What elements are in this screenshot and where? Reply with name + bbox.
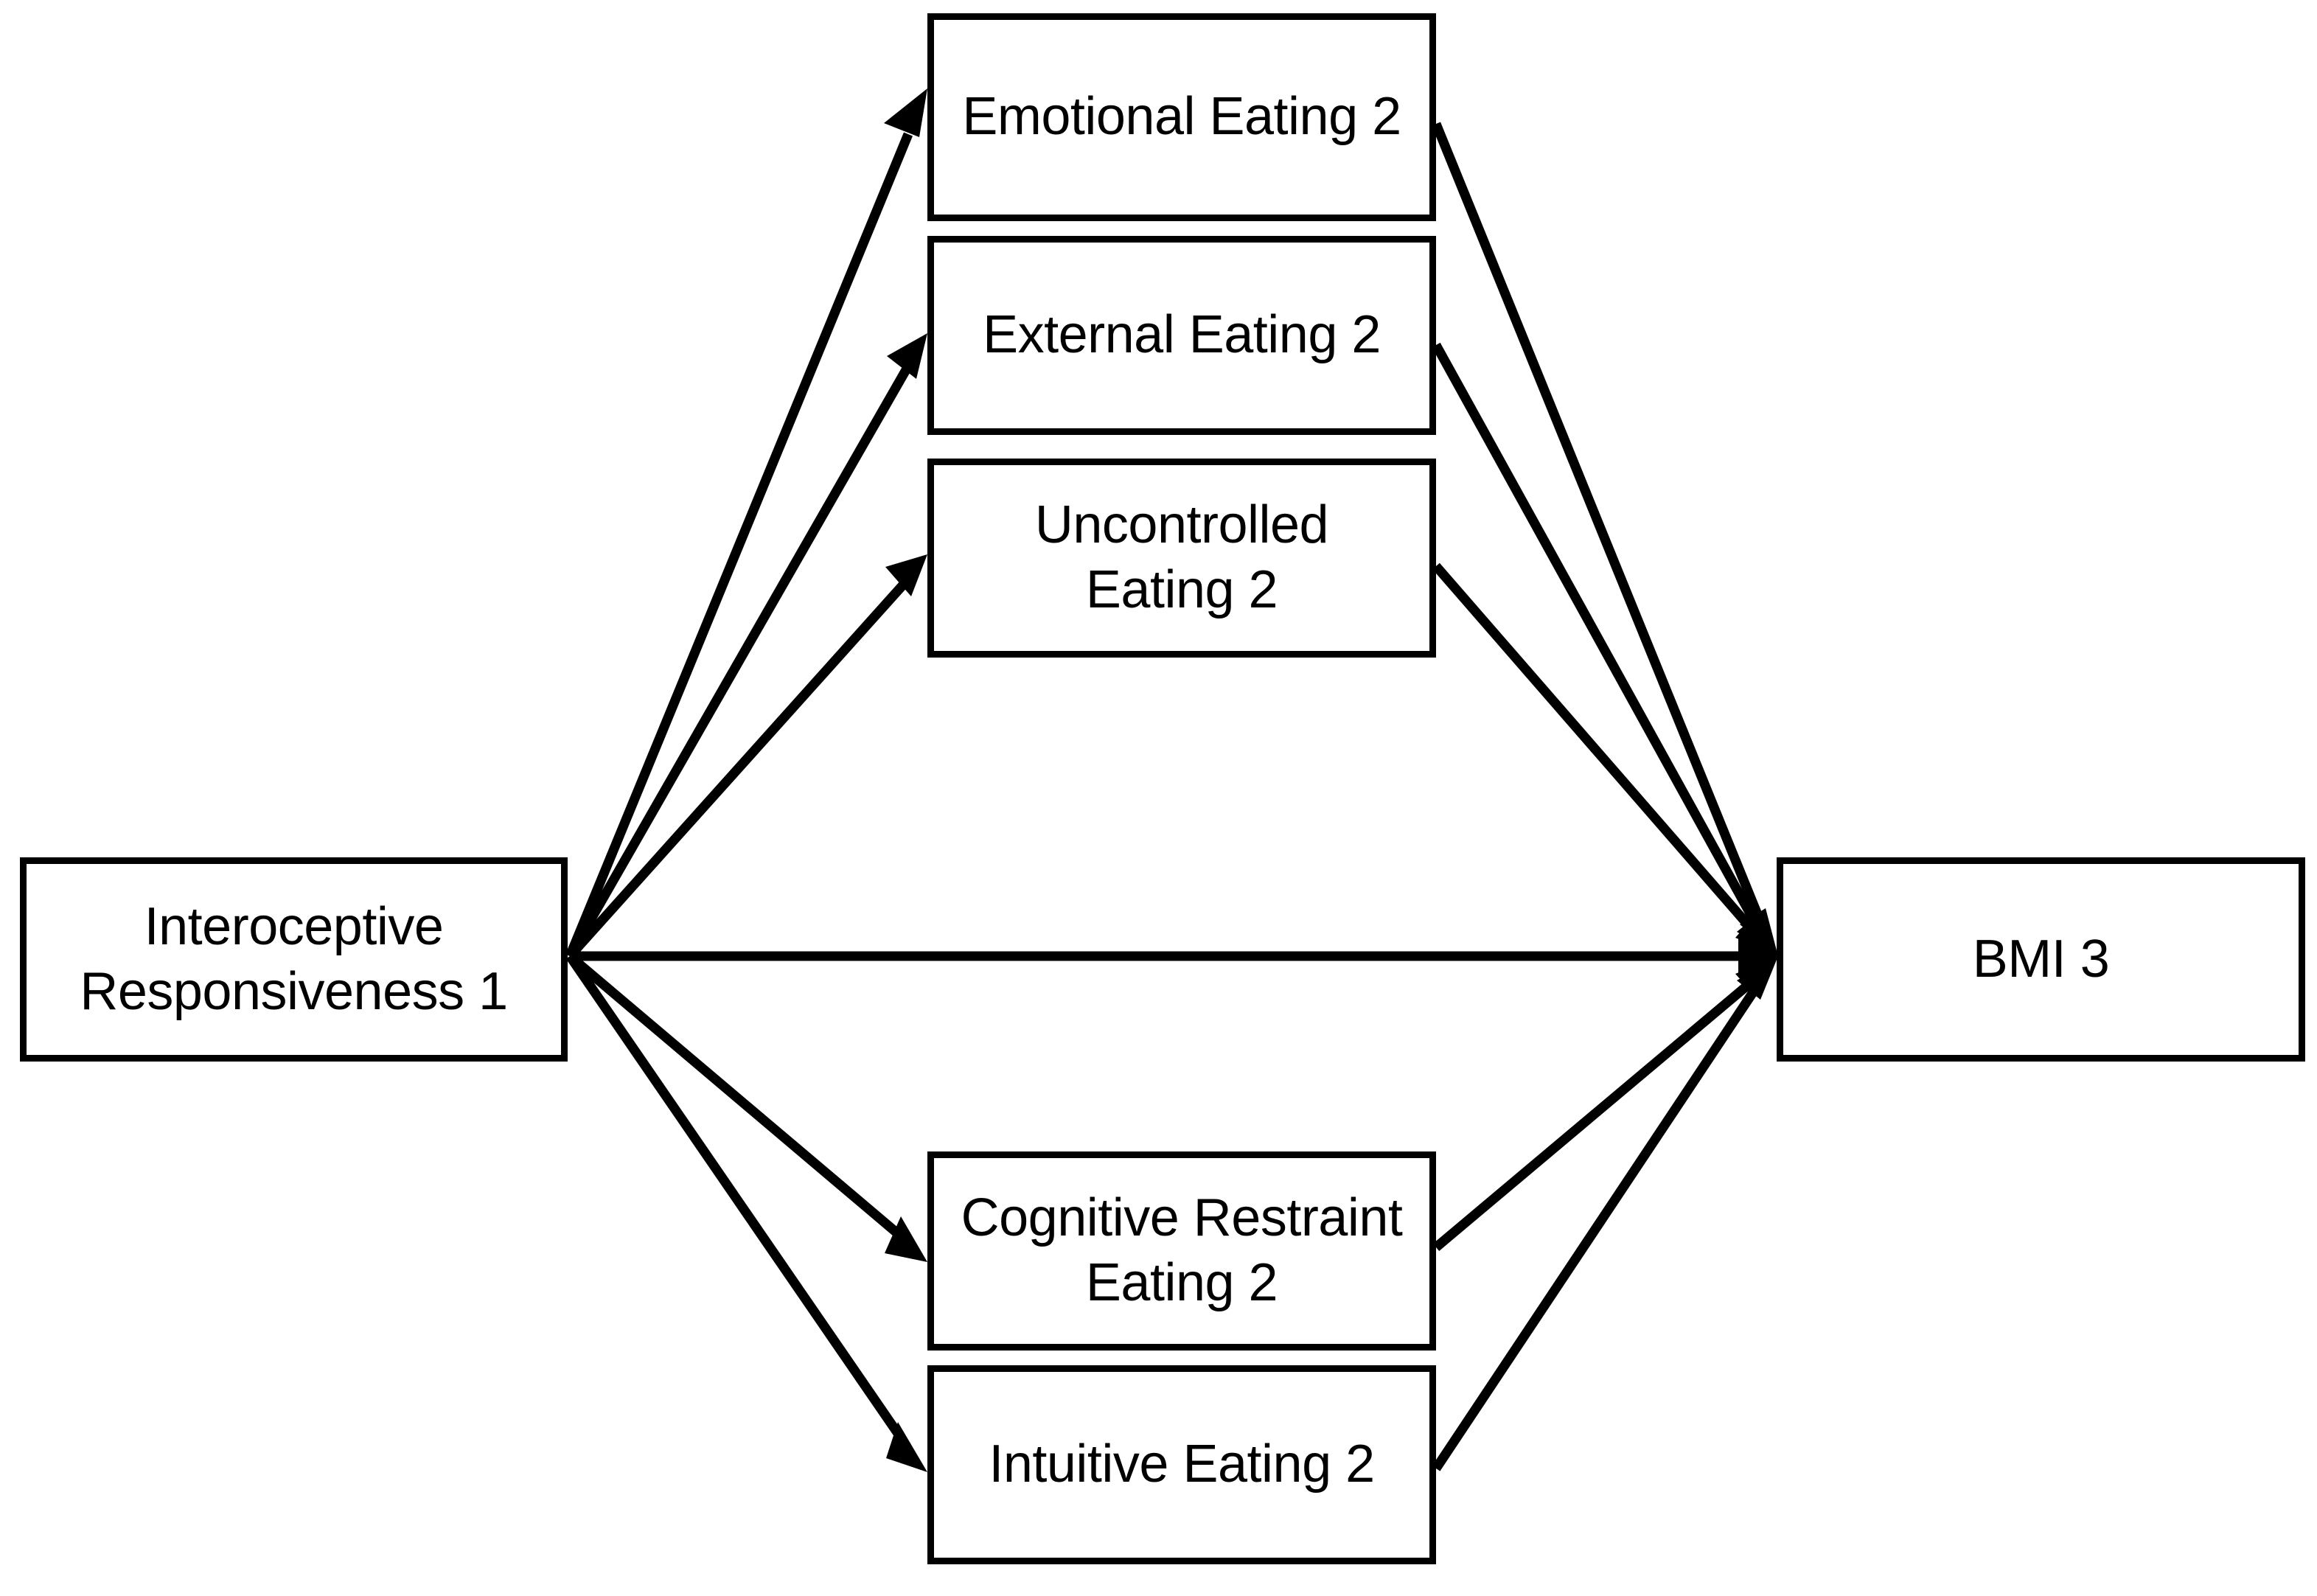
node-label-interoceptive-responsiveness: Interoceptive Responsiveness 1 [80,896,508,1021]
node-label-bmi: BMI 3 [1972,929,2110,989]
node-interoceptive-responsiveness[interactable]: Interoceptive Responsiveness 1 [20,857,568,1062]
edges-to-outcome [1431,122,1778,1471]
edge-intuitive-eating-to-bmi [1432,956,1778,1471]
edge-predictor-to-intuitive-eating [565,953,927,1472]
edges-from-predictor [565,88,1778,1472]
edge-predictor-to-bmi-direct [570,935,1778,978]
node-label-uncontrolled-eating: Uncontrolled Eating 2 [1034,495,1329,619]
node-external-eating[interactable]: External Eating 2 [927,236,1436,435]
node-cognitive-restraint-eating[interactable]: Cognitive Restraint Eating 2 [927,1151,1436,1351]
edge-emotional-eating-to-bmi [1431,122,1778,956]
edge-predictor-to-cognitive-restraint-eating [566,952,927,1262]
edge-uncontrolled-eating-to-bmi [1432,562,1778,956]
node-bmi[interactable]: BMI 3 [1777,857,2305,1062]
node-emotional-eating[interactable]: Emotional Eating 2 [927,13,1436,221]
edge-predictor-to-external-eating [565,333,927,959]
node-uncontrolled-eating[interactable]: Uncontrolled Eating 2 [927,459,1436,658]
edge-predictor-to-emotional-eating [565,88,927,958]
node-label-intuitive-eating: Intuitive Eating 2 [989,1435,1375,1494]
node-label-cognitive-restraint-eating: Cognitive Restraint Eating 2 [961,1188,1403,1312]
edge-predictor-to-uncontrolled-eating [566,554,927,960]
node-label-emotional-eating: Emotional Eating 2 [962,87,1401,147]
node-label-external-eating: External Eating 2 [983,305,1381,365]
edge-external-eating-to-bmi [1432,342,1778,956]
node-intuitive-eating[interactable]: Intuitive Eating 2 [927,1365,1436,1564]
